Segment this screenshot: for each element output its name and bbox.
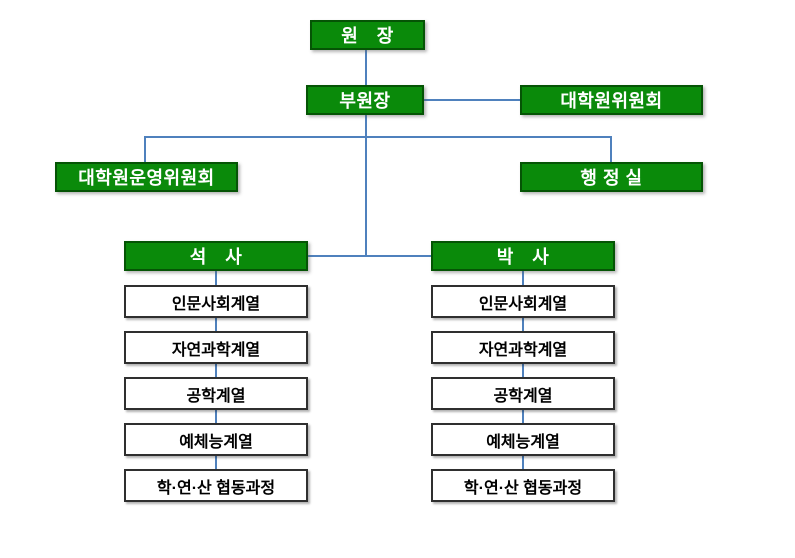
node-doctoral-arts-sports: 예체능계열	[431, 423, 615, 456]
node-grad-committee: 대학원위원회	[520, 85, 703, 115]
node-doctoral: 박 사	[431, 241, 615, 271]
node-doctoral-natural-sciences: 자연과학계열	[431, 331, 615, 364]
node-masters-cooperative-program: 학·연·산 협동과정	[124, 469, 308, 502]
node-vice-director: 부원장	[306, 85, 424, 115]
node-masters: 석 사	[124, 241, 308, 271]
node-director: 원 장	[310, 20, 425, 50]
connector-tbar-horizontal	[145, 136, 612, 138]
connector-masters-children	[215, 270, 217, 469]
node-masters-engineering: 공학계열	[124, 377, 308, 410]
node-masters-arts-sports: 예체능계열	[124, 423, 308, 456]
node-admin-office: 행 정 실	[520, 162, 703, 192]
node-operating-committee: 대학원운영위원회	[55, 162, 238, 192]
node-doctoral-engineering: 공학계열	[431, 377, 615, 410]
connector-director-vicedirector	[365, 50, 367, 85]
connector-masters-doctoral	[308, 255, 431, 257]
node-doctoral-humanities: 인문사회계열	[431, 285, 615, 318]
node-masters-natural-sciences: 자연과학계열	[124, 331, 308, 364]
connector-tbar-adminoffice	[610, 136, 612, 162]
node-doctoral-cooperative-program: 학·연·산 협동과정	[431, 469, 615, 502]
node-masters-humanities: 인문사회계열	[124, 285, 308, 318]
connector-vicedirector-gradcommittee	[423, 99, 520, 101]
connector-doctoral-children	[522, 270, 524, 469]
connector-tbar-operatingcommittee	[144, 136, 146, 162]
connector-vicedirector-down	[365, 115, 367, 257]
